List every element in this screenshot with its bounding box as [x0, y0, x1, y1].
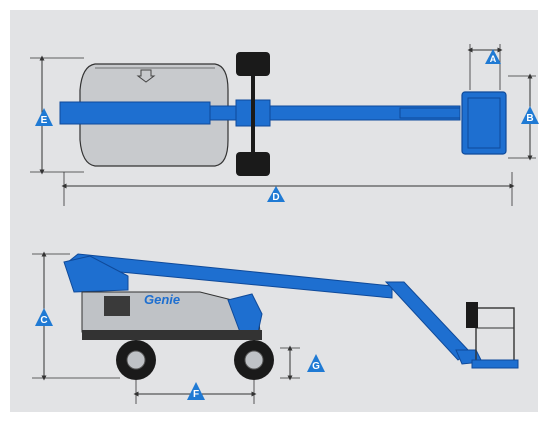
dim-b-badge: [521, 106, 539, 124]
top-platform-floor: [467, 97, 501, 149]
genie-logo: Genie: [144, 292, 180, 307]
dim-a-label: A: [490, 54, 497, 64]
top-tire-rear-left: [236, 52, 270, 76]
dim-b-label: B: [526, 113, 533, 124]
dim-c-badge: [35, 308, 53, 326]
top-platform: [461, 91, 507, 155]
dim-d-label: D: [272, 192, 279, 203]
dim-d-badge: [267, 186, 285, 202]
side-lower-boom: [63, 255, 129, 293]
side-counterweight: [227, 293, 263, 333]
side-frame: [82, 330, 262, 340]
dim-e-label: E: [41, 115, 48, 126]
dim-g-label: G: [312, 361, 320, 372]
top-arrow-icon: [136, 69, 156, 83]
top-boom-base: [59, 101, 211, 125]
dim-f-label: F: [193, 389, 199, 400]
side-hub-front: [126, 350, 146, 370]
dim-g-badge: [307, 354, 325, 372]
top-view: A B D E: [30, 44, 539, 206]
dim-c-label: C: [40, 315, 47, 326]
side-hub-rear: [244, 350, 264, 370]
side-cab-window: [104, 296, 130, 316]
dim-a-badge: [485, 49, 501, 64]
side-platform-floor: [471, 359, 519, 369]
side-control-box: [466, 302, 478, 328]
dim-e-badge: [35, 108, 53, 126]
top-jib: [399, 107, 461, 119]
side-view: Genie C F G: [32, 251, 519, 404]
top-tire-rear-right: [236, 152, 270, 176]
dim-f-badge: [187, 382, 205, 400]
